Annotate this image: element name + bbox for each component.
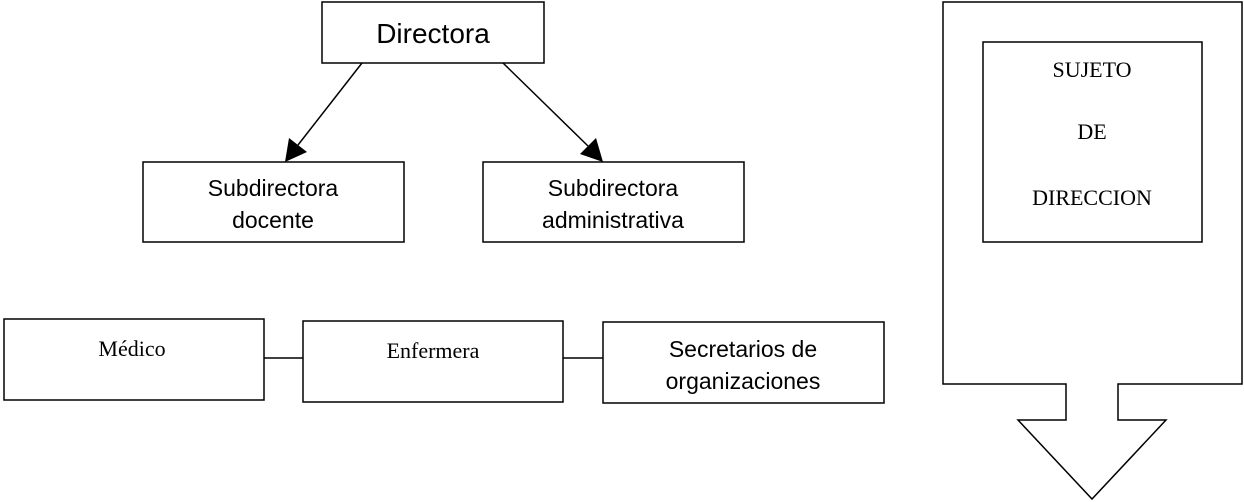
- sujeto-line-3: DIRECCION: [1032, 185, 1152, 210]
- node-subdirectora-administrativa: Subdirectora administrativa: [482, 161, 745, 243]
- arrow-directora-to-administrativa: [502, 62, 603, 162]
- sujeto-inner-box: [982, 41, 1203, 243]
- node-enfermera-label: Enfermera: [387, 338, 480, 363]
- sujeto-line-1: SUJETO: [1052, 57, 1131, 82]
- node-enfermera: Enfermera: [302, 320, 564, 403]
- node-medico: Médico: [3, 318, 265, 401]
- node-directora-label: Directora: [376, 18, 490, 49]
- arrow-directora-to-docente: [285, 62, 363, 162]
- node-secretarios: Secretarios de organizaciones: [602, 321, 885, 404]
- node-directora: Directora: [321, 1, 545, 64]
- node-medico-label: Médico: [98, 336, 165, 361]
- node-subdirectora-administrativa-line2: administrativa: [542, 207, 684, 233]
- node-secretarios-line2: organizaciones: [666, 368, 821, 394]
- node-subdirectora-administrativa-line1: Subdirectora: [548, 175, 679, 201]
- sujeto-line-2: DE: [1077, 119, 1106, 144]
- node-secretarios-line1: Secretarios de: [669, 336, 817, 362]
- node-subdirectora-docente: Subdirectora docente: [142, 161, 405, 243]
- sujeto-panel: SUJETO DE DIRECCION: [942, 1, 1243, 501]
- node-subdirectora-docente-line1: Subdirectora: [208, 175, 339, 201]
- node-subdirectora-docente-line2: docente: [232, 207, 314, 233]
